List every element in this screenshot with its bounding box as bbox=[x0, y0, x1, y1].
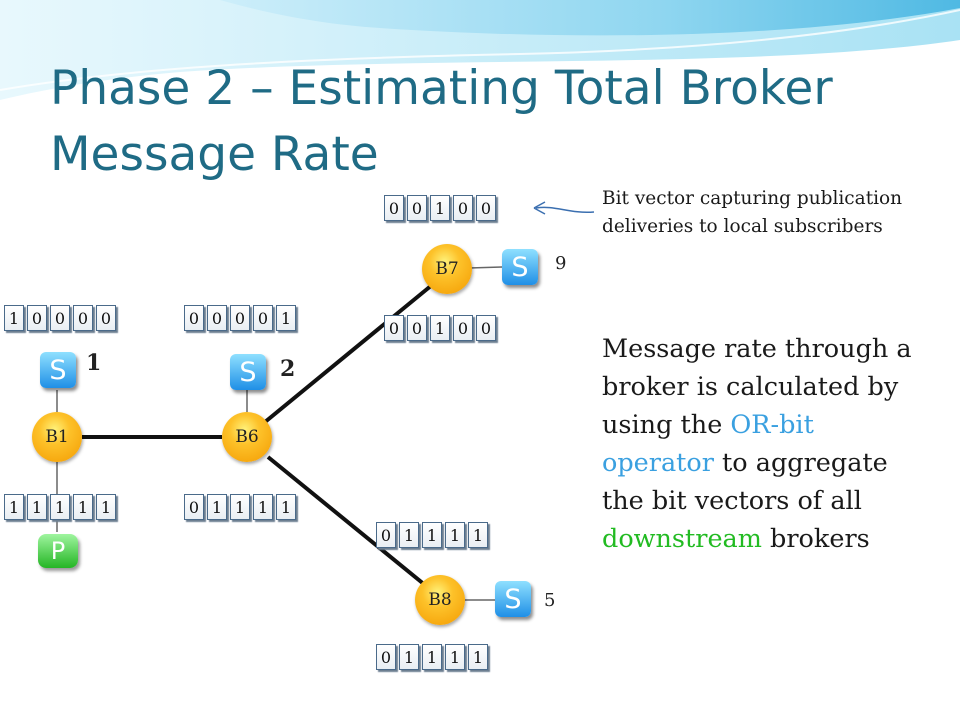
bit: 0 bbox=[73, 305, 93, 331]
bit: 0 bbox=[384, 315, 404, 341]
stem-b7-s bbox=[468, 266, 503, 269]
bit: 0 bbox=[184, 494, 204, 520]
bit: 0 bbox=[207, 305, 227, 331]
broker-b6: B6 bbox=[222, 412, 272, 462]
bit-vector-b8-local: 0 1 1 1 1 bbox=[376, 522, 491, 548]
bit: 1 bbox=[4, 494, 24, 520]
annotation-arrow bbox=[535, 206, 595, 214]
bit: 0 bbox=[407, 315, 427, 341]
bit: 0 bbox=[96, 305, 116, 331]
desc-line3-pre: using the bbox=[602, 410, 731, 440]
broker-b7: B7 bbox=[422, 244, 472, 294]
annotation-line1: Bit vector capturing publication bbox=[602, 188, 903, 209]
bit: 1 bbox=[445, 522, 465, 548]
link-b6-b8 bbox=[266, 455, 427, 587]
desc-line3: using the OR-bit bbox=[602, 406, 952, 444]
bit-vector-b8-aggregate: 0 1 1 1 1 bbox=[376, 644, 491, 670]
subscriber-count-b6: 2 bbox=[280, 356, 296, 382]
bit-vector-b1-aggregate: 1 1 1 1 1 bbox=[4, 494, 119, 520]
bit: 1 bbox=[430, 195, 450, 221]
bit: 0 bbox=[27, 305, 47, 331]
operator-highlight: operator bbox=[602, 448, 714, 478]
desc-line4: operator to aggregate bbox=[602, 444, 952, 482]
bit: 0 bbox=[184, 305, 204, 331]
bit: 1 bbox=[230, 494, 250, 520]
desc-line4-post: to aggregate bbox=[713, 448, 888, 478]
bit-vector-b1-local: 1 0 0 0 0 bbox=[4, 305, 119, 331]
subscriber-node-b6: S bbox=[230, 354, 266, 390]
desc-line6-post: brokers bbox=[761, 524, 870, 554]
bit-vector-b7-aggregate: 0 0 1 0 0 bbox=[384, 315, 499, 341]
bit: 1 bbox=[96, 494, 116, 520]
bit: 1 bbox=[253, 494, 273, 520]
bit: 0 bbox=[376, 522, 396, 548]
bit: 1 bbox=[4, 305, 24, 331]
bit: 0 bbox=[476, 195, 496, 221]
bit-vector-b6-aggregate: 0 1 1 1 1 bbox=[184, 494, 299, 520]
publisher-node: P bbox=[38, 534, 78, 568]
subscriber-count-b8: 5 bbox=[544, 590, 556, 611]
bit: 0 bbox=[453, 195, 473, 221]
subscriber-count-b7: 9 bbox=[555, 253, 567, 274]
desc-line1: Message rate through a bbox=[602, 334, 912, 364]
subscriber-node-b1: S bbox=[40, 352, 76, 388]
bit: 0 bbox=[230, 305, 250, 331]
link-b6-b7 bbox=[263, 283, 434, 424]
header-swoosh-line bbox=[0, 9, 960, 91]
page-title: Phase 2 – Estimating Total Broker Messag… bbox=[50, 56, 930, 188]
bit: 0 bbox=[50, 305, 70, 331]
bit: 0 bbox=[384, 195, 404, 221]
desc-line6: downstream brokers bbox=[602, 520, 952, 558]
bit: 0 bbox=[476, 315, 496, 341]
annotation-arrowhead bbox=[533, 201, 546, 215]
subscriber-node-b7: S bbox=[502, 249, 538, 285]
bit: 1 bbox=[422, 522, 442, 548]
bit: 1 bbox=[73, 494, 93, 520]
bit: 0 bbox=[453, 315, 473, 341]
bit: 1 bbox=[276, 305, 296, 331]
broker-b8: B8 bbox=[415, 575, 465, 625]
bit: 0 bbox=[407, 195, 427, 221]
bit: 0 bbox=[253, 305, 273, 331]
bit: 1 bbox=[50, 494, 70, 520]
bit-vector-b7-local: 0 0 1 0 0 bbox=[384, 195, 499, 221]
page-title-line1: Phase 2 – Estimating Total Broker bbox=[50, 61, 833, 116]
bit: 1 bbox=[445, 644, 465, 670]
header-swoosh-front bbox=[220, 0, 960, 36]
bit: 1 bbox=[422, 644, 442, 670]
downstream-highlight: downstream bbox=[602, 524, 762, 554]
bit: 1 bbox=[276, 494, 296, 520]
bit: 0 bbox=[376, 644, 396, 670]
annotation-line2: deliveries to local subscribers bbox=[602, 216, 883, 237]
broker-b1: B1 bbox=[32, 412, 82, 462]
description-text: Message rate through a broker is calcula… bbox=[602, 330, 952, 558]
bit: 1 bbox=[468, 644, 488, 670]
desc-line2: broker is calculated by bbox=[602, 372, 899, 402]
subscriber-count-b1: 1 bbox=[86, 350, 102, 376]
bit: 1 bbox=[468, 522, 488, 548]
bit: 1 bbox=[399, 522, 419, 548]
bit: 1 bbox=[399, 644, 419, 670]
bit: 1 bbox=[207, 494, 227, 520]
page-title-line2: Message Rate bbox=[50, 127, 379, 182]
bit-vector-annotation: Bit vector capturing publication deliver… bbox=[602, 185, 952, 241]
or-bit-highlight: OR-bit bbox=[730, 410, 814, 440]
desc-line5: the bit vectors of all bbox=[602, 486, 862, 516]
bit: 1 bbox=[27, 494, 47, 520]
bit: 1 bbox=[430, 315, 450, 341]
subscriber-node-b8: S bbox=[495, 581, 531, 617]
bit-vector-b6-local: 0 0 0 0 1 bbox=[184, 305, 299, 331]
